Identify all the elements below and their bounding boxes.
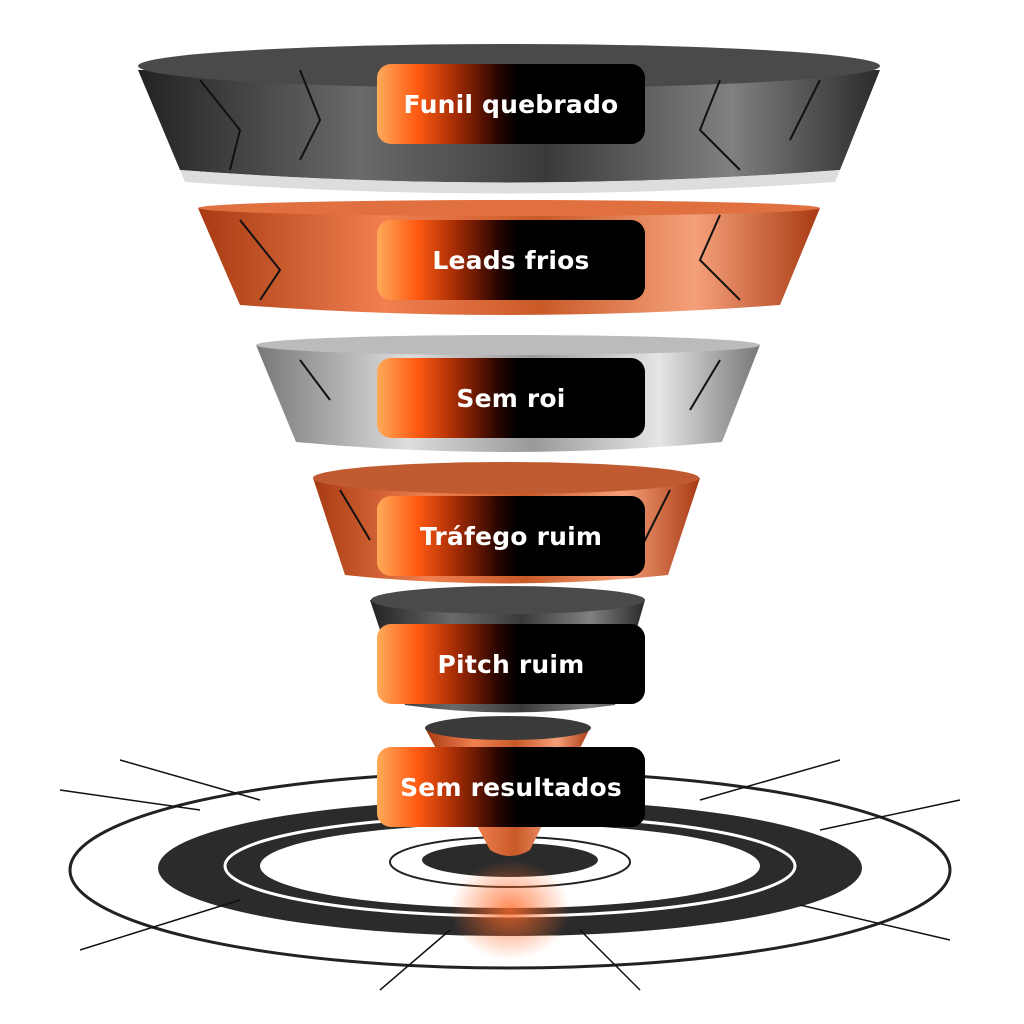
stage-label-sem-resultados: Sem resultados [377, 747, 645, 827]
stage-label-sem-roi: Sem roi [377, 358, 645, 438]
stage-label-leads-frios: Leads frios [377, 220, 645, 300]
cracks [199, 69, 821, 551]
stage-label-pitch-ruim: Pitch ruim [377, 624, 645, 704]
stage-label-trafego-ruim: Tráfego ruim [377, 496, 645, 576]
stage-label-funil-quebrado: Funil quebrado [377, 64, 645, 144]
target [59, 759, 961, 991]
